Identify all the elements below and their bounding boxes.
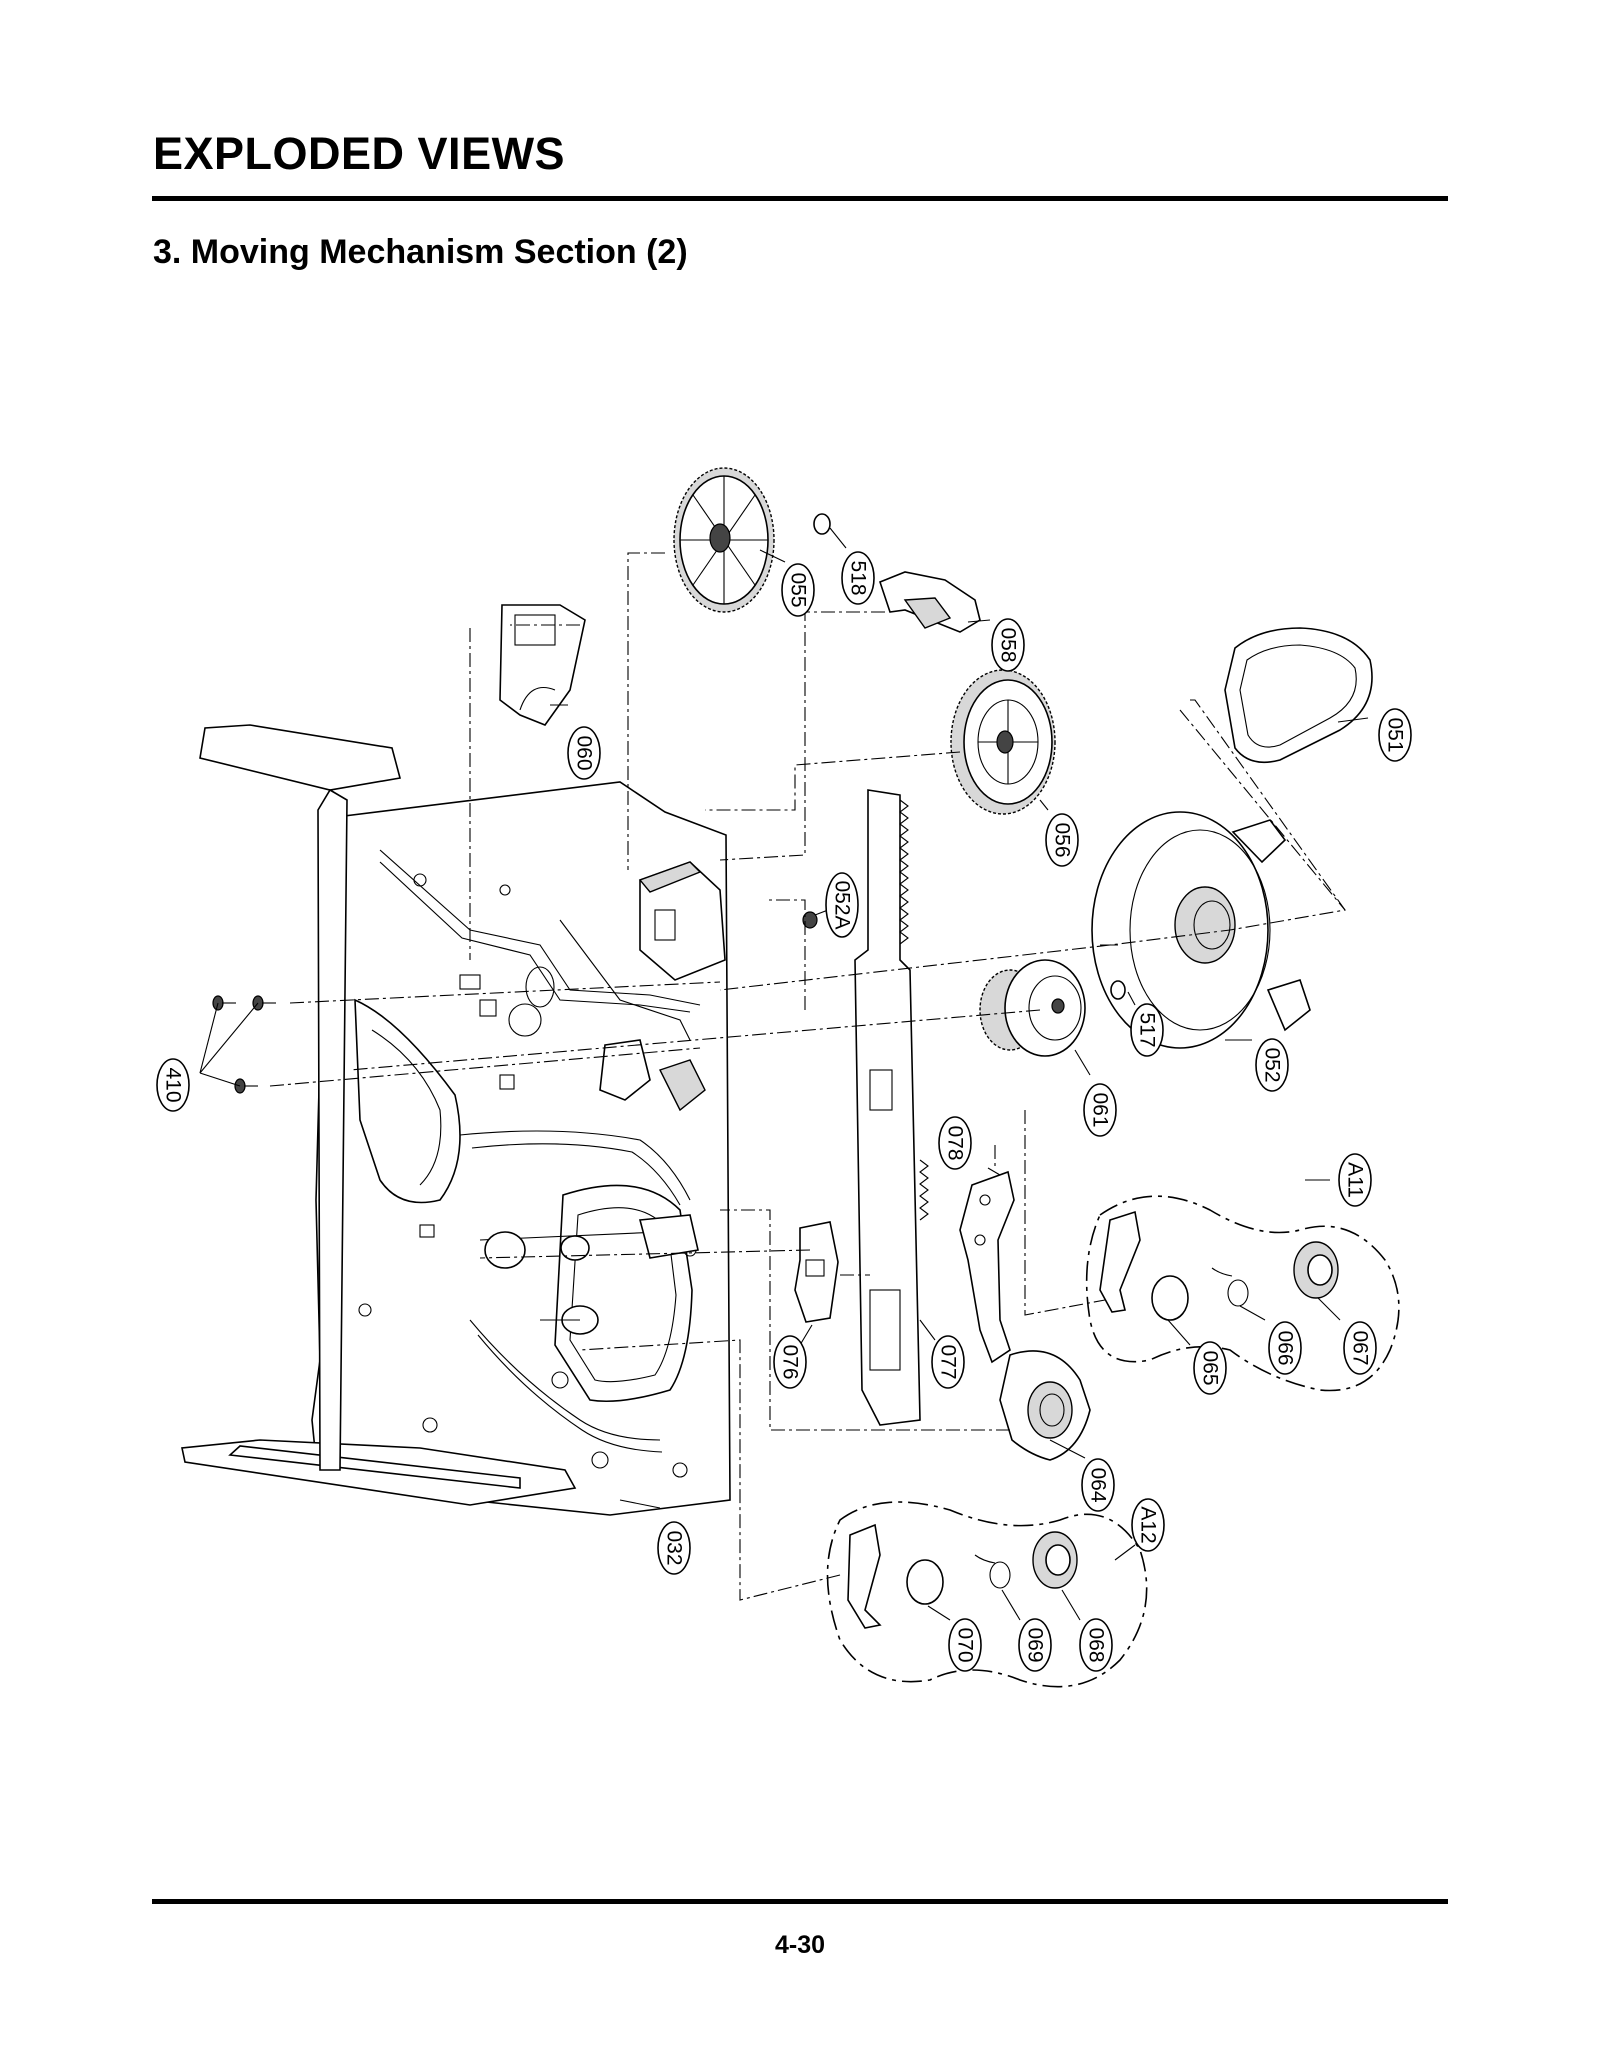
header-rule xyxy=(152,196,1448,201)
svg-text:A11: A11 xyxy=(1344,1162,1367,1198)
assembly-A11-drawing xyxy=(1085,1195,1400,1392)
callout-517: 517 xyxy=(1130,1003,1164,1057)
svg-text:055: 055 xyxy=(787,572,810,607)
callout-076: 076 xyxy=(773,1335,807,1389)
assembly-A12-drawing xyxy=(826,1501,1148,1688)
callout-052: 052 xyxy=(1255,1038,1289,1092)
callout-051: 051 xyxy=(1378,708,1412,762)
callout-069: 069 xyxy=(1018,1618,1052,1672)
rack-077-drawing xyxy=(854,789,929,1426)
svg-text:066: 066 xyxy=(1274,1330,1297,1365)
svg-text:077: 077 xyxy=(937,1344,960,1379)
svg-text:065: 065 xyxy=(1199,1350,1222,1385)
svg-text:051: 051 xyxy=(1384,717,1407,752)
callout-410: 410 xyxy=(156,1058,190,1112)
callout-066: 066 xyxy=(1268,1321,1302,1375)
lever-078-drawing xyxy=(959,1170,1015,1364)
svg-text:A12: A12 xyxy=(1137,1506,1160,1543)
callout-068: 068 xyxy=(1079,1618,1113,1672)
svg-text:064: 064 xyxy=(1087,1467,1110,1502)
bracket-060-drawing xyxy=(499,604,586,726)
svg-text:032: 032 xyxy=(663,1530,686,1565)
callout-052A: 052A xyxy=(825,872,859,938)
section-title: 3. Moving Mechanism Section (2) xyxy=(153,233,688,271)
callout-061: 061 xyxy=(1083,1083,1117,1137)
assembly-leader-lines xyxy=(269,552,1346,1601)
page-title: EXPLODED VIEWS xyxy=(153,128,566,179)
page-number: 4-30 xyxy=(774,1931,826,1959)
callout-518: 518 xyxy=(841,551,875,605)
screws-410-drawing xyxy=(199,995,276,1094)
callout-leaders xyxy=(550,527,1369,1621)
callout-060: 060 xyxy=(567,726,601,780)
callout-058: 058 xyxy=(991,618,1025,672)
callout-056: 056 xyxy=(1045,813,1079,867)
washer-517-drawing xyxy=(1110,980,1126,1000)
belt-051-drawing xyxy=(1224,627,1373,764)
callout-065: 065 xyxy=(1193,1341,1227,1395)
callout-077: 077 xyxy=(931,1335,965,1389)
svg-text:052A: 052A xyxy=(831,880,854,929)
svg-text:061: 061 xyxy=(1089,1092,1112,1127)
svg-text:052: 052 xyxy=(1261,1047,1284,1082)
washer-518-drawing xyxy=(813,513,831,535)
svg-text:078: 078 xyxy=(944,1125,967,1160)
footer-rule xyxy=(152,1899,1448,1904)
cam-064-drawing xyxy=(999,1350,1091,1461)
callout-A11: A11 xyxy=(1338,1153,1372,1207)
gear-056-drawing xyxy=(950,669,1056,815)
nut-052A-drawing xyxy=(802,911,818,929)
svg-text:070: 070 xyxy=(954,1627,977,1662)
svg-text:069: 069 xyxy=(1024,1627,1047,1662)
svg-text:517: 517 xyxy=(1136,1012,1159,1047)
svg-text:058: 058 xyxy=(997,627,1020,662)
svg-text:518: 518 xyxy=(847,560,870,595)
svg-text:056: 056 xyxy=(1051,822,1074,857)
callout-078: 078 xyxy=(938,1116,972,1170)
lever-058-drawing xyxy=(879,571,981,633)
clutch-061-drawing xyxy=(979,959,1086,1057)
svg-text:068: 068 xyxy=(1085,1627,1108,1662)
main-chassis-drawing xyxy=(181,724,731,1516)
flywheel-052-drawing xyxy=(1091,811,1311,1049)
callout-067: 067 xyxy=(1343,1321,1377,1375)
svg-text:410: 410 xyxy=(162,1067,185,1102)
svg-text:060: 060 xyxy=(573,735,596,770)
callout-064: 064 xyxy=(1081,1458,1115,1512)
callout-A12: A12 xyxy=(1131,1498,1165,1552)
callout-032: 032 xyxy=(657,1521,691,1575)
callout-055: 055 xyxy=(781,563,815,617)
svg-text:076: 076 xyxy=(779,1344,802,1379)
svg-text:067: 067 xyxy=(1349,1330,1372,1365)
plate-076-drawing xyxy=(794,1221,839,1323)
gear-055-drawing xyxy=(673,467,775,613)
callout-070: 070 xyxy=(948,1618,982,1672)
